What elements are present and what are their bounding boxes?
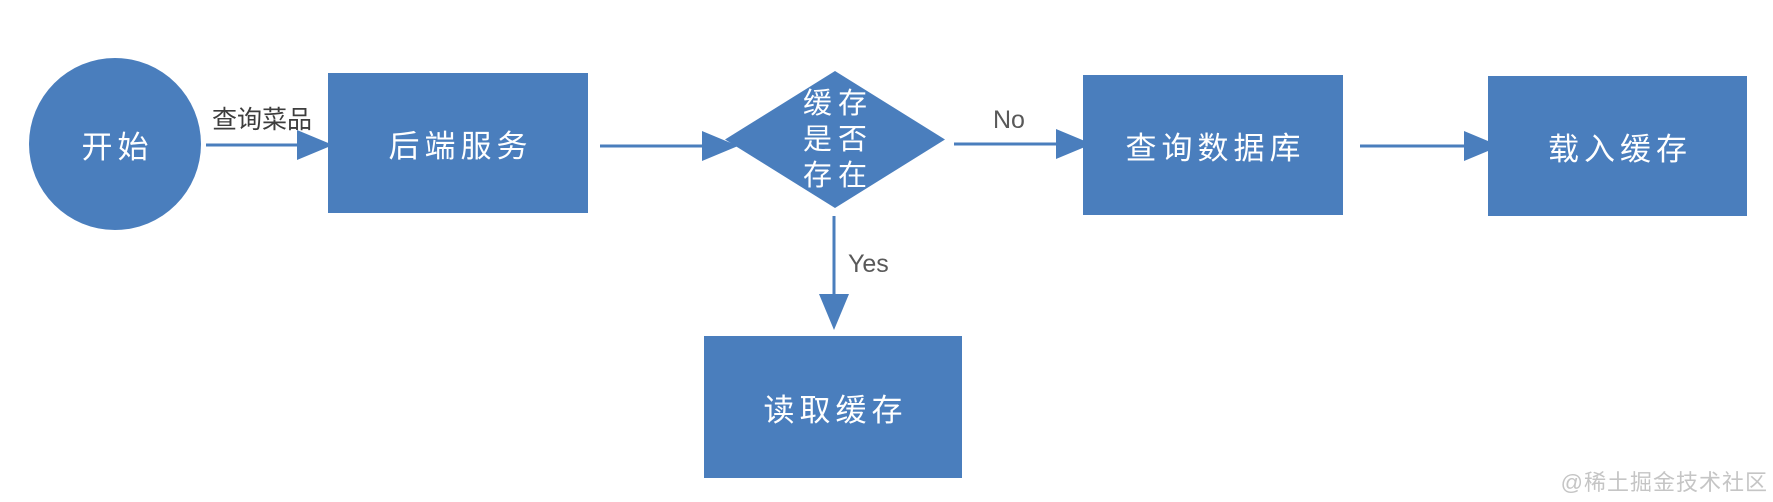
backend-service-label: 后端服务 [388, 128, 533, 164]
edge-label-yes: Yes [848, 250, 889, 278]
load-cache-node: 载入缓存 [1488, 76, 1747, 216]
start-node: 开始 [29, 58, 201, 230]
decision-label-line-1: 缓存 [802, 87, 873, 120]
decision-label-line-3: 存在 [802, 159, 873, 192]
start-node-label: 开始 [81, 129, 154, 165]
cache-exists-decision-label: 缓存 是否 存在 [797, 86, 873, 194]
read-cache-node: 读取缓存 [704, 336, 962, 478]
load-cache-label: 载入缓存 [1548, 131, 1692, 167]
cache-exists-decision-node: 缓存 是否 存在 [725, 71, 945, 208]
edge-label-query-dish: 查询菜品 [212, 106, 313, 134]
query-database-node: 查询数据库 [1083, 75, 1343, 215]
read-cache-label: 读取缓存 [763, 392, 908, 428]
decision-label-line-2: 是否 [802, 123, 873, 156]
backend-service-node: 后端服务 [328, 73, 588, 213]
query-database-label: 查询数据库 [1125, 130, 1306, 166]
edge-label-no: No [993, 106, 1025, 134]
watermark: @稀土掘金技术社区 [1560, 470, 1768, 495]
